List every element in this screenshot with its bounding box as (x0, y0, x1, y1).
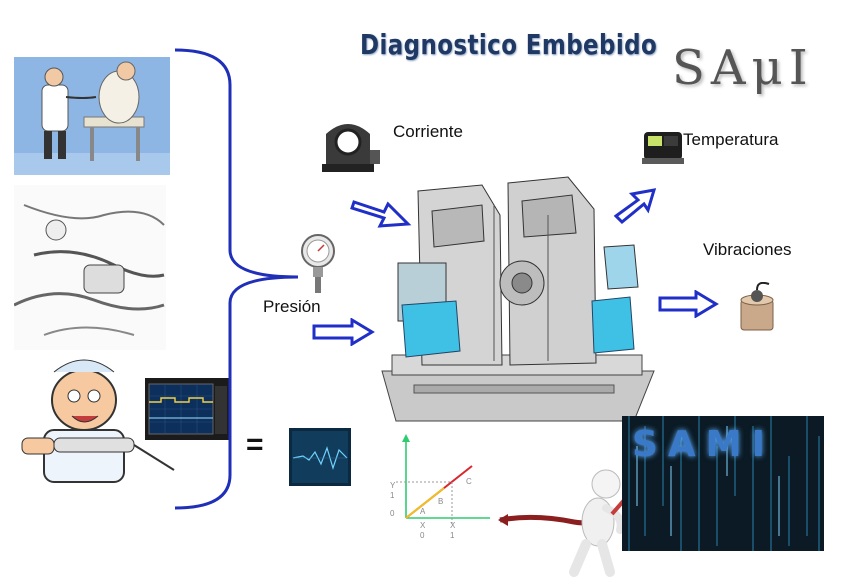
matrix-sami-text: SAMI (632, 424, 776, 465)
sami-matrix-panel: SAMI (622, 416, 824, 551)
doctor-listening-illustration (14, 57, 170, 175)
arrow-machine-to-temperature (613, 188, 657, 225)
label-current: Corriente (393, 122, 463, 141)
figure-pulling-cable (498, 469, 628, 577)
graph-y-tick-1: 1 (390, 491, 395, 500)
diagram-title: Diagnostico Embebido (360, 28, 658, 61)
pressure-gauge-icon (301, 234, 335, 293)
equals-sign: = (246, 428, 264, 461)
linear-graph: Y 1 0 A B C X 0 X 1 (390, 434, 490, 540)
label-vibrations: Vibraciones (703, 240, 792, 259)
current-sensor-icon (322, 124, 380, 172)
signal-waveform-thumbnail (289, 428, 351, 486)
graph-x-tick-0: 0 (420, 531, 425, 540)
label-pressure: Presión (263, 297, 321, 316)
label-temperature: Temperatura (683, 130, 779, 149)
matrix-code-background (628, 416, 820, 551)
sami-logo: SAμI (672, 40, 832, 100)
temperature-sensor-icon (642, 132, 684, 164)
graph-x-tick-1: 1 (450, 531, 455, 540)
graph-y-tick-0: 0 (390, 509, 395, 518)
grouping-brace (174, 48, 299, 510)
oscilloscope-screen (145, 378, 231, 440)
blood-pressure-sketch (14, 185, 166, 350)
graph-x-label-0: X (420, 521, 426, 530)
vibration-sensor-icon (740, 282, 774, 331)
arrow-current-to-machine (350, 200, 412, 228)
machine-tool-illustration (381, 176, 655, 422)
sami-logo-text: SAμI (672, 40, 814, 96)
graph-y-label: Y (390, 481, 396, 490)
graph-point-a: A (420, 507, 426, 516)
graph-point-b: B (438, 497, 443, 506)
arrow-pressure-to-machine (312, 318, 375, 346)
arrow-machine-to-vibration (658, 290, 719, 318)
graph-point-c: C (466, 477, 472, 486)
graph-x-label-1: X (450, 521, 456, 530)
